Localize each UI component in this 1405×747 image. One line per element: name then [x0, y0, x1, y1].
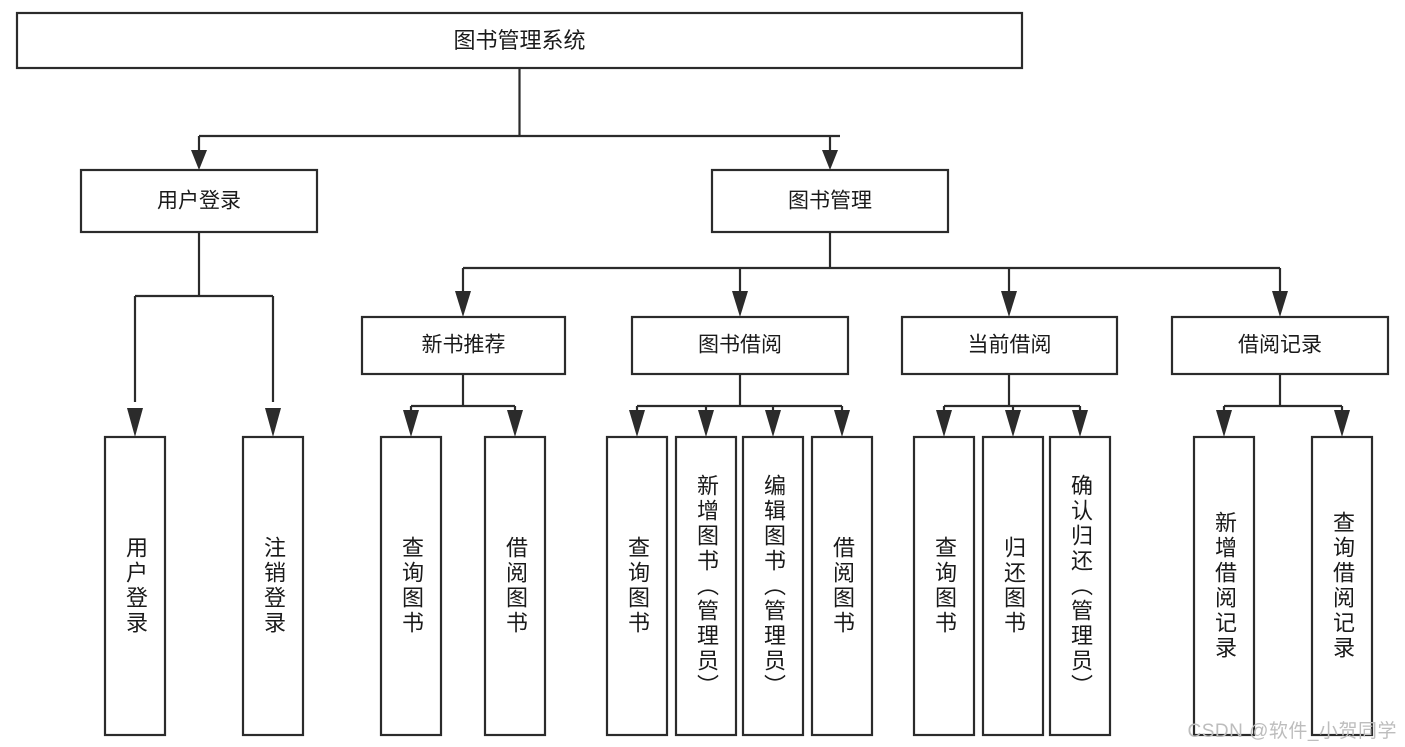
node-leaf-box-borrow-record-1[interactable] — [1192, 435, 1256, 737]
node-leaf-box-new-book-2[interactable] — [483, 435, 547, 737]
arrow-head-borrow-record — [1272, 291, 1288, 317]
arrow-head-new-book — [455, 291, 471, 317]
node-borrow-record-label: 借阅记录 — [1238, 334, 1322, 357]
node-leaf-box-user-login-1[interactable] — [103, 435, 167, 737]
node-book-borrow-label: 图书借阅 — [698, 334, 782, 357]
node-leaf-box-user-login-2[interactable] — [241, 435, 305, 737]
arrow-head-user-login — [191, 150, 207, 170]
arrow-head-book-borrow — [732, 291, 748, 317]
node-user-login-box[interactable] — [79, 168, 319, 234]
node-leaf-box-current-borrow-1[interactable] — [912, 435, 976, 737]
node-leaf-box-current-borrow-3[interactable] — [1048, 435, 1112, 737]
arrow-head-borrow-record-leaf-2 — [1334, 410, 1350, 437]
arrow-head-user-login-leaf-1 — [127, 408, 143, 437]
node-new-book-label: 新书推荐 — [422, 334, 506, 357]
node-leaf-box-book-borrow-4[interactable] — [810, 435, 874, 737]
node-root-box[interactable] — [15, 11, 1024, 70]
arrow-head-book-borrow-leaf-2 — [698, 410, 714, 437]
node-leaf-box-new-book-1[interactable] — [379, 435, 443, 737]
connector-layer — [127, 68, 1350, 437]
node-layer: 图书管理系统 用户登录 图书管理 新书推荐 图书借阅 当前借阅 借阅记录 — [15, 11, 1390, 737]
arrow-head-current-borrow-leaf-1 — [936, 410, 952, 437]
arrow-head-current-borrow — [1001, 291, 1017, 317]
node-leaf-box-book-borrow-2[interactable] — [674, 435, 738, 737]
arrow-head-current-borrow-leaf-3 — [1072, 410, 1088, 437]
node-leaf-box-current-borrow-2[interactable] — [981, 435, 1045, 737]
node-current-borrow-box[interactable] — [900, 315, 1119, 376]
arrow-head-user-login-leaf-2 — [265, 408, 281, 437]
arrow-head-book-borrow-leaf-1 — [629, 410, 645, 437]
node-root-label: 图书管理系统 — [453, 28, 585, 53]
arrow-head-current-borrow-leaf-2 — [1005, 410, 1021, 437]
node-user-login-label: 用户登录 — [157, 190, 241, 213]
node-borrow-record-box[interactable] — [1170, 315, 1390, 376]
watermark-text: CSDN @软件_小贺同学 — [1187, 721, 1397, 742]
arrow-head-new-book-leaf-2 — [507, 410, 523, 437]
node-new-book-box[interactable] — [360, 315, 567, 376]
node-current-borrow-label: 当前借阅 — [968, 334, 1052, 357]
arrow-head-book-mgmt — [822, 150, 838, 170]
node-leaf-box-book-borrow-3[interactable] — [741, 435, 805, 737]
node-book-mgmt-box[interactable] — [710, 168, 950, 234]
node-book-mgmt-label: 图书管理 — [788, 190, 872, 213]
node-leaf-box-borrow-record-2[interactable] — [1310, 435, 1374, 737]
arrow-head-book-borrow-leaf-4 — [834, 410, 850, 437]
node-book-borrow-box[interactable] — [630, 315, 850, 376]
node-leaf-box-book-borrow-1[interactable] — [605, 435, 669, 737]
arrow-head-new-book-leaf-1 — [403, 410, 419, 437]
arrow-head-book-borrow-leaf-3 — [765, 410, 781, 437]
arrow-head-borrow-record-leaf-1 — [1216, 410, 1232, 437]
